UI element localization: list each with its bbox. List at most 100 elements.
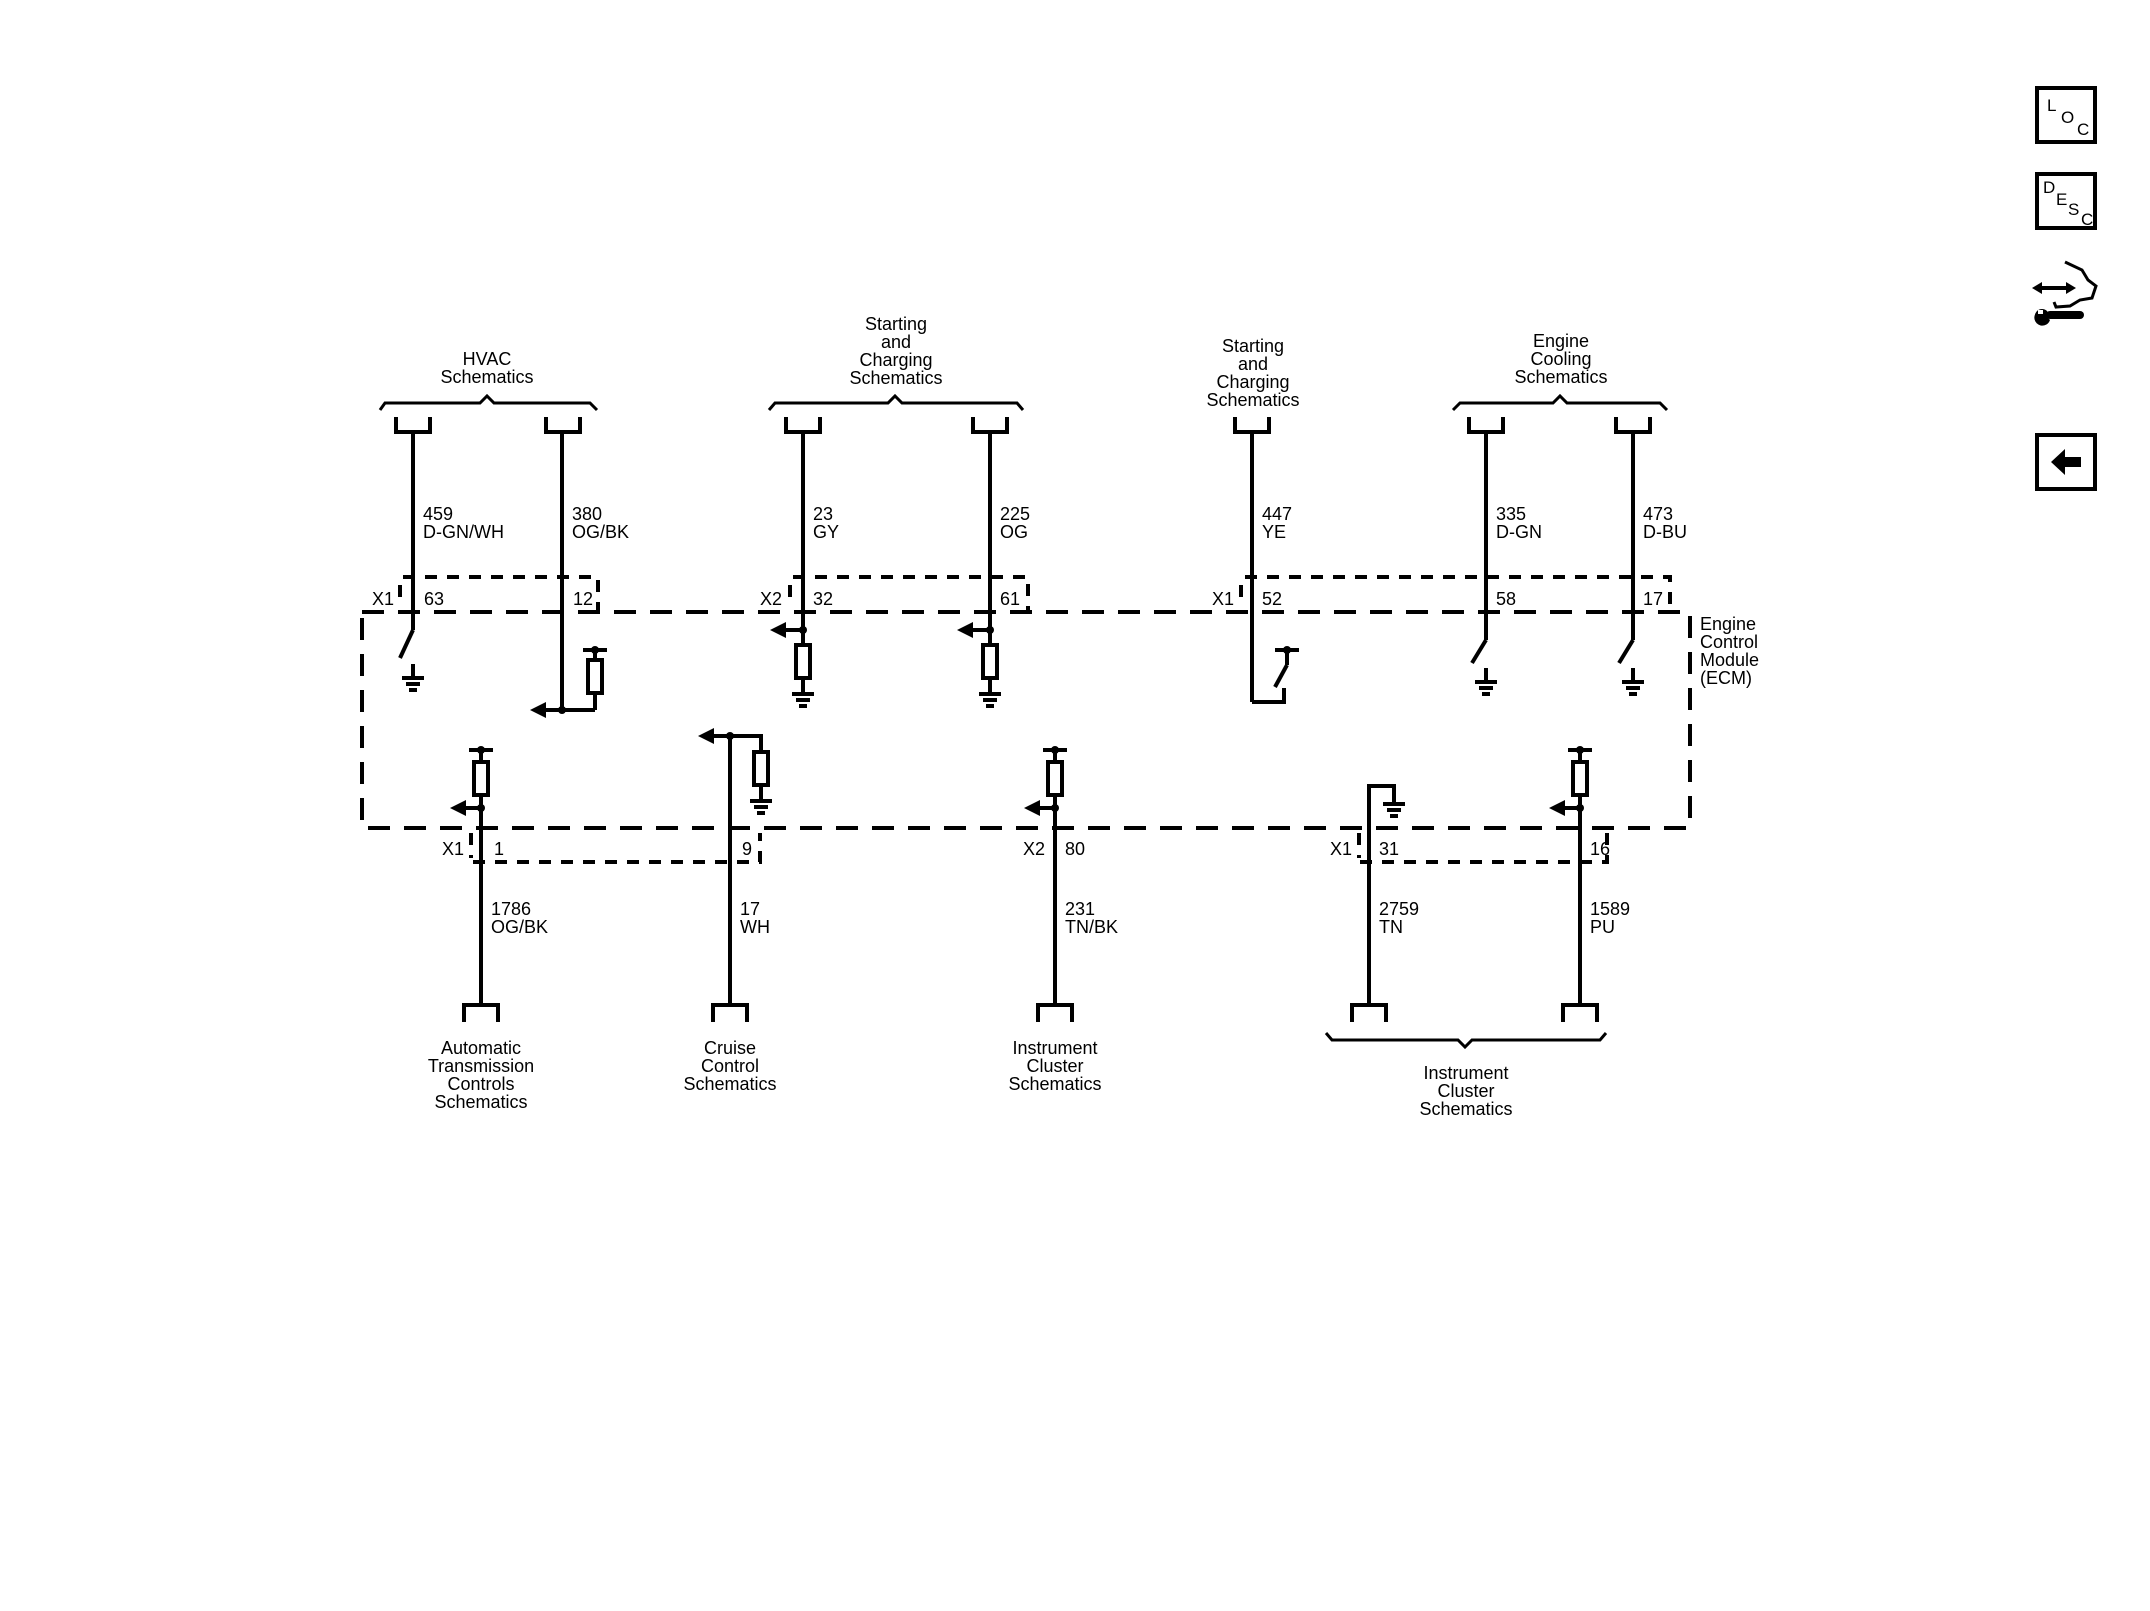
svg-text:Starting: Starting [1222,336,1284,356]
ground-icon [400,662,426,692]
svg-text:23: 23 [813,504,833,524]
starting-charging-schematics-group-2[interactable]: Starting and Charging Schematics [1206,336,1299,410]
signal-arrow-icon [530,702,546,718]
svg-text:D-GN: D-GN [1496,522,1542,542]
description-icon-letter: C [2081,210,2094,229]
svg-text:32: 32 [813,589,833,609]
connector-x2-bottom: X2 80 [1023,839,1085,859]
circuit-335: 335 D-GN [1467,417,1542,696]
ground-icon [790,678,816,708]
svg-text:1786: 1786 [491,899,531,919]
svg-text:OG: OG [1000,522,1028,542]
svg-text:and: and [881,332,911,352]
svg-text:TN/BK: TN/BK [1065,917,1118,937]
ground-icon [977,678,1003,708]
signal-arrow-icon [957,622,973,638]
resistor-icon [586,658,604,695]
ground-icon [748,785,774,815]
circuit-380: 380 OG/BK [530,417,629,718]
hvac-schematics-group[interactable]: HVAC Schematics [378,349,599,412]
svg-text:PU: PU [1590,917,1615,937]
signal-arrow-icon [450,800,466,816]
svg-text:Schematics: Schematics [440,367,533,387]
svg-text:17: 17 [740,899,760,919]
starting-charging-schematics-group-1[interactable]: Starting and Charging Schematics [767,314,1025,411]
svg-text:31: 31 [1379,839,1399,859]
svg-text:Schematics: Schematics [1419,1099,1512,1119]
svg-text:61: 61 [1000,589,1020,609]
loc-button[interactable]: L O C [2035,86,2097,144]
svg-text:380: 380 [572,504,602,524]
svg-text:GY: GY [813,522,839,542]
svg-text:Engine: Engine [1700,614,1756,634]
location-icon-letter: O [2061,108,2075,127]
circuit-459: 459 D-GN/WH [394,417,504,692]
svg-text:Schematics: Schematics [683,1074,776,1094]
svg-text:Automatic: Automatic [441,1038,521,1058]
svg-text:Module: Module [1700,650,1759,670]
svg-text:17: 17 [1643,589,1663,609]
instrument-cluster-schematics-link-2[interactable]: Instrument Cluster Schematics [1324,1032,1608,1119]
group-brace [1451,393,1669,412]
svg-text:2759: 2759 [1379,899,1419,919]
cruise-control-schematics-link[interactable]: Cruise Control Schematics [683,1038,776,1094]
svg-text:Control: Control [701,1056,759,1076]
svg-text:9: 9 [742,839,752,859]
signal-arrow-icon [698,728,714,744]
ecm-boundary [360,610,1692,830]
switch-icon [398,629,415,659]
ground-icon [1473,666,1499,696]
group-brace [1324,1032,1608,1050]
desc-button[interactable]: D E S C [2035,172,2097,230]
svg-text:OG/BK: OG/BK [491,917,548,937]
svg-text:447: 447 [1262,504,1292,524]
svg-text:Cooling: Cooling [1530,349,1591,369]
circuit-1589: 1589 PU [1549,744,1630,1022]
svg-text:Controls: Controls [447,1074,514,1094]
signal-arrow-icon [1549,800,1565,816]
back-button[interactable] [2035,433,2097,491]
svg-text:Control: Control [1700,632,1758,652]
resistor-icon [752,750,770,787]
connector-repair-button[interactable] [2030,252,2110,332]
svg-text:225: 225 [1000,504,1030,524]
ground-icon [1620,666,1646,696]
circuit-473: 473 D-BU [1614,417,1687,696]
svg-text:X1: X1 [372,589,394,609]
svg-text:TN: TN [1379,917,1403,937]
location-icon-letter: C [2077,120,2090,139]
engine-cooling-schematics-group[interactable]: Engine Cooling Schematics [1451,331,1669,412]
svg-text:473: 473 [1643,504,1673,524]
description-icon-letter: E [2056,190,2068,209]
svg-text:WH: WH [740,917,770,937]
circuit-447: 447 YE [1233,417,1301,704]
automatic-transmission-schematics-link[interactable]: Automatic Transmission Controls Schemati… [428,1038,534,1112]
svg-text:63: 63 [424,589,444,609]
connector-repair-wrench-icon [2032,260,2098,326]
svg-text:X1: X1 [442,839,464,859]
svg-text:Schematics: Schematics [849,368,942,388]
svg-text:HVAC: HVAC [463,349,512,369]
svg-text:Schematics: Schematics [1206,390,1299,410]
svg-text:459: 459 [423,504,453,524]
resistor-icon [794,643,812,680]
signal-arrow-icon [1024,800,1040,816]
description-icon-letter: S [2068,200,2080,219]
svg-text:YE: YE [1262,522,1286,542]
instrument-cluster-schematics-link-1[interactable]: Instrument Cluster Schematics [1008,1038,1101,1094]
svg-text:X2: X2 [760,589,782,609]
switch-icon [1617,638,1635,665]
svg-text:1589: 1589 [1590,899,1630,919]
svg-text:80: 80 [1065,839,1085,859]
svg-text:52: 52 [1262,589,1282,609]
resistor-icon [472,760,490,797]
voltage-reference-icon [581,644,609,656]
circuit-225: 225 OG [957,417,1030,708]
svg-text:335: 335 [1496,504,1526,524]
svg-text:Schematics: Schematics [1514,367,1607,387]
svg-text:58: 58 [1496,589,1516,609]
svg-text:X1: X1 [1330,839,1352,859]
circuit-17: 17 WH [698,728,774,1022]
svg-text:Cruise: Cruise [704,1038,756,1058]
svg-text:16: 16 [1590,839,1610,859]
